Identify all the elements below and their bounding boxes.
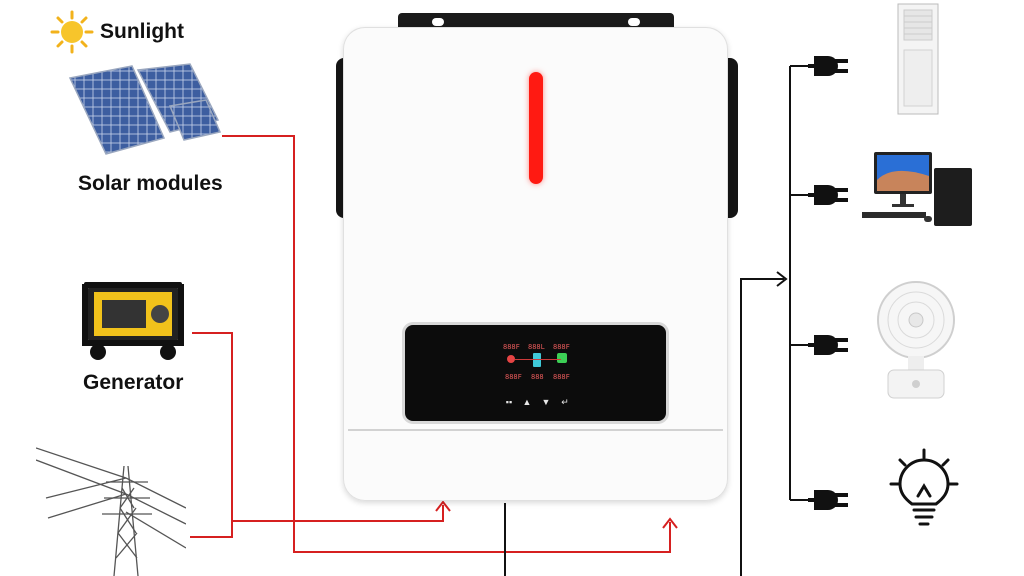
down-button[interactable]: ▼: [541, 397, 551, 407]
air-conditioner-icon: [897, 3, 939, 115]
solar-line: [222, 135, 671, 553]
generator-line: [192, 332, 233, 537]
up-button[interactable]: ▲: [522, 397, 532, 407]
plug-icon: [808, 335, 848, 355]
plug-icon: [808, 185, 848, 205]
lcd-screen: 888F 888L 888F 888F 888 888F: [501, 343, 573, 383]
lcd-readout: 888F: [553, 343, 570, 351]
battery-icon: [533, 353, 541, 367]
sunlight-label: Sunlight: [100, 20, 184, 43]
desk-fan-icon: [877, 281, 955, 399]
lcd-readout: 888: [531, 373, 544, 381]
solar-status-icon: [507, 355, 515, 363]
menu-button[interactable]: ▪▪: [505, 397, 513, 407]
generator-label: Generator: [83, 371, 184, 394]
output-wiring: [504, 65, 808, 576]
flow-line: [515, 359, 561, 360]
grid-line: [190, 505, 444, 538]
solar-arrow: [662, 517, 678, 529]
plug-icon: [808, 56, 848, 76]
lcd-panel: [405, 325, 666, 421]
generator-icon: [82, 282, 184, 360]
grid-arrow: [435, 500, 451, 512]
lcd-readout: 888L: [528, 343, 545, 351]
plug-icon: [808, 490, 848, 510]
plugs: [808, 56, 848, 510]
lcd-readout: 888F: [505, 373, 522, 381]
solar-panel-icon: [68, 63, 222, 155]
sunlight-icon: [50, 10, 94, 54]
bottom-seam: [348, 429, 723, 431]
grid-status-icon: [557, 353, 567, 363]
input-wiring: [190, 135, 678, 553]
power-pylon-icon: [36, 447, 186, 576]
solar-modules-label: Solar modules: [78, 172, 223, 195]
status-led-bar: [529, 72, 543, 184]
enter-button[interactable]: ↵: [561, 397, 569, 407]
light-bulb-icon: [889, 448, 959, 526]
desktop-computer-icon: [862, 152, 972, 226]
lcd-readout: 888F: [553, 373, 570, 381]
lcd-readout: 888F: [503, 343, 520, 351]
